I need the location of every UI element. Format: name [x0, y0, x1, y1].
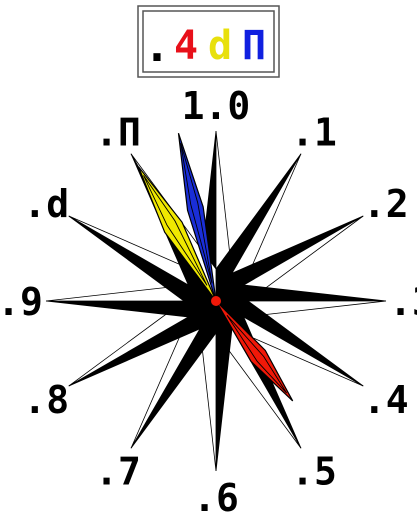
readout-digit-1: 4 [174, 23, 198, 69]
rose-point-dark [46, 301, 216, 317]
dial-label: 1.0 [182, 84, 251, 128]
dial-label: .7 [95, 450, 141, 494]
readout-box: . 4 d Π [138, 6, 279, 77]
readout-dot: . [144, 21, 171, 72]
hub-dot [211, 296, 221, 306]
dial-label: .2 [363, 182, 409, 226]
readout-digit-3: Π [242, 23, 266, 69]
dial-label: .5 [291, 450, 337, 494]
dial-label: .3 [389, 280, 417, 324]
dial-label: .8 [23, 378, 69, 422]
dial-label: .Π [95, 110, 141, 154]
rose-point-dark [216, 301, 232, 471]
rose-point-dark [216, 285, 386, 301]
dial-label: .1 [291, 110, 337, 154]
readout-digit-2: d [208, 23, 232, 69]
dial-label: .d [23, 182, 69, 226]
dial-label: .6 [193, 476, 239, 520]
dial-label: .4 [363, 378, 409, 422]
dial-label: .9 [0, 280, 43, 324]
